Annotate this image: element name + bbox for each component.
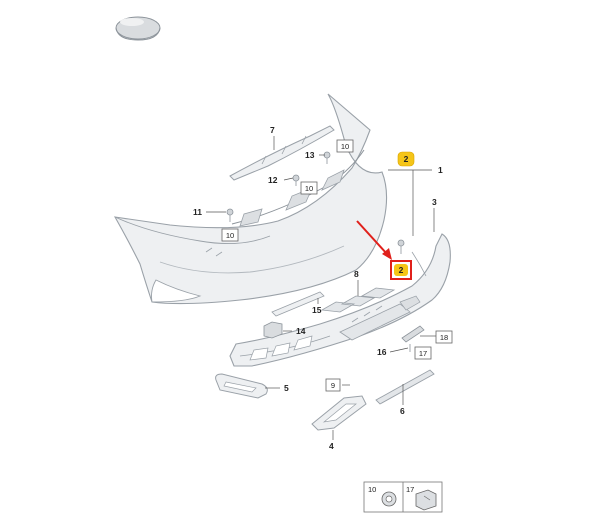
clip-icon — [415, 489, 437, 511]
callout-2-yellow[interactable]: 2 — [397, 151, 415, 167]
callout-18[interactable]: 18 — [435, 330, 453, 344]
trim-strip-drawing — [229, 125, 335, 181]
legend-label-17: 17 — [406, 485, 414, 494]
callout-6[interactable]: 6 — [400, 406, 405, 416]
callout-16[interactable]: 16 — [377, 347, 387, 357]
legend-label-10: 10 — [368, 485, 376, 494]
svg-text:10: 10 — [226, 231, 234, 240]
svg-text:17: 17 — [419, 349, 427, 358]
callout-label: 2 — [399, 265, 404, 275]
bracket-15-drawing — [271, 291, 325, 317]
fastener-legend: 10 17 — [363, 481, 443, 513]
reflector-5-drawing — [215, 373, 268, 399]
callout-5[interactable]: 5 — [284, 383, 289, 393]
callout-13[interactable]: 13 — [305, 150, 315, 160]
callout-8[interactable]: 8 — [354, 269, 359, 279]
callout-1[interactable]: 1 — [438, 165, 443, 175]
callout-label: 2 — [404, 154, 409, 164]
callout-11[interactable]: 11 — [193, 207, 202, 217]
callout-10-top[interactable]: 10 — [336, 139, 354, 153]
svg-text:18: 18 — [440, 333, 448, 342]
frame-4-drawing — [311, 395, 367, 431]
fastener-2-drawing — [397, 239, 405, 254]
callout-17[interactable]: 17 — [414, 346, 432, 360]
callout-7[interactable]: 7 — [270, 125, 275, 135]
grille-part-drawing — [320, 287, 396, 313]
callout-14[interactable]: 14 — [296, 326, 306, 336]
callout-9[interactable]: 9 — [325, 378, 341, 392]
svg-text:10: 10 — [341, 142, 349, 151]
callout-3[interactable]: 3 — [432, 197, 437, 207]
callout-12[interactable]: 12 — [268, 175, 278, 185]
callout-10-mid[interactable]: 10 — [300, 181, 318, 195]
fastener-13-drawing — [323, 151, 331, 164]
diffuser-drawing — [229, 233, 451, 367]
fastener-12-drawing — [292, 174, 300, 186]
leader-lines — [206, 136, 436, 440]
svg-text:10: 10 — [305, 184, 313, 193]
callout-2-highlighted[interactable]: 2 — [390, 260, 412, 280]
fastener-11-drawing — [226, 208, 234, 222]
grommet-icon — [381, 491, 397, 507]
callout-4[interactable]: 4 — [329, 441, 334, 451]
svg-text:9: 9 — [331, 381, 335, 390]
callout-10-left[interactable]: 10 — [221, 228, 239, 242]
highlight-arrow — [356, 220, 392, 260]
bumper-cover-drawing — [113, 93, 388, 305]
plug-part-drawing — [115, 16, 161, 41]
callout-15[interactable]: 15 — [312, 305, 322, 315]
block-14-drawing — [263, 321, 283, 339]
strip-6-drawing — [375, 369, 435, 405]
fastener-17-drawing — [401, 325, 425, 352]
